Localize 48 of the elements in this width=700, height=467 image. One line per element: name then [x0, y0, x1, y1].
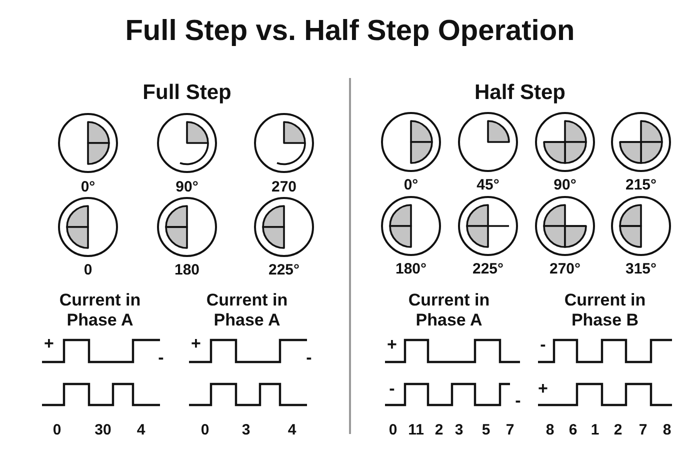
step-number: 6 — [568, 421, 578, 439]
angle-label: 180 — [174, 261, 200, 279]
angle-label: 90° — [554, 176, 576, 194]
step-number: 8 — [546, 421, 554, 439]
polarity-sign: + — [44, 334, 54, 354]
chart-heading: Current in Phase B — [563, 290, 647, 330]
angle-label: 225° — [268, 261, 300, 279]
polarity-sign: - — [306, 348, 312, 368]
polarity-sign: - — [389, 379, 395, 399]
angle-label: 215° — [625, 176, 657, 194]
angle-label: 0° — [80, 178, 96, 196]
section-heading: Full Step — [142, 80, 232, 106]
step-number: 2 — [614, 421, 622, 439]
step-number: 11 — [408, 421, 424, 439]
angle-label: 270 — [271, 178, 297, 196]
polarity-sign: - — [158, 348, 164, 368]
chart-heading: Current in Phase A — [407, 290, 491, 330]
title: Full Step vs. Half Step Operation — [124, 14, 576, 49]
polarity-sign: - — [540, 335, 546, 355]
angle-label: 225° — [472, 260, 504, 278]
step-number: 2 — [434, 421, 444, 439]
polarity-sign: + — [387, 335, 397, 355]
angle-label: 45° — [476, 176, 500, 194]
step-number: 3 — [454, 421, 464, 439]
chart-heading: Current in Phase A — [58, 290, 142, 330]
step-number: 30 — [94, 421, 112, 439]
angle-label: 180° — [395, 260, 427, 278]
polarity-sign: + — [191, 334, 201, 354]
step-number: 8 — [662, 421, 672, 439]
step-number: 0 — [52, 421, 62, 439]
angle-label: 315° — [625, 260, 657, 278]
section-heading: Half Step — [474, 80, 566, 106]
angle-label: 0° — [404, 176, 418, 194]
step-number: 7 — [638, 421, 648, 439]
step-number: 4 — [136, 421, 146, 439]
polarity-sign: - — [515, 391, 521, 411]
polarity-sign: + — [538, 379, 548, 399]
angle-label: 0 — [84, 261, 92, 279]
angle-label: 90° — [176, 178, 198, 196]
chart-heading: Current in Phase A — [205, 290, 289, 330]
step-number: 7 — [506, 421, 514, 439]
step-number: 4 — [288, 421, 296, 439]
step-number: 5 — [482, 421, 490, 439]
step-number: 1 — [590, 421, 600, 439]
step-number: 3 — [242, 421, 250, 439]
step-number: 0 — [388, 421, 398, 439]
step-number: 0 — [200, 421, 210, 439]
angle-label: 270° — [549, 260, 581, 278]
